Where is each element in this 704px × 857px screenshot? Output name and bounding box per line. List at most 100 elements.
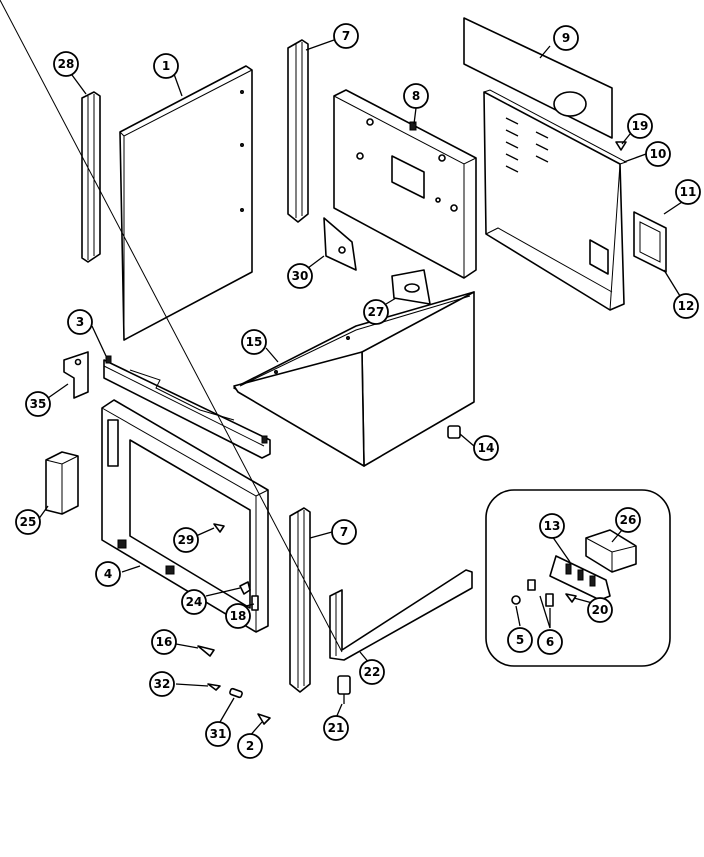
part-clip xyxy=(447,425,461,439)
svg-text:22: 22 xyxy=(364,665,381,679)
svg-text:6: 6 xyxy=(546,635,554,649)
part-top-panel xyxy=(463,17,613,139)
part-base-rail xyxy=(0,0,473,661)
svg-text:12: 12 xyxy=(678,299,695,313)
part-vented-back-panel xyxy=(483,89,628,311)
part-block-cover xyxy=(585,529,637,573)
svg-text:11: 11 xyxy=(680,185,697,199)
callout-18: 18 xyxy=(225,603,251,629)
vent-slots xyxy=(505,117,549,173)
part-rear-wall-panel xyxy=(333,89,477,279)
svg-text:2: 2 xyxy=(246,739,254,753)
callout-31: 31 xyxy=(205,721,231,747)
callout-24: 24 xyxy=(181,589,207,615)
callout-27: 27 xyxy=(363,299,389,325)
callout-3: 3 xyxy=(67,309,93,335)
part-terminal-block xyxy=(549,555,611,601)
callout-5: 5 xyxy=(507,627,533,653)
svg-text:8: 8 xyxy=(412,89,420,103)
svg-text:25: 25 xyxy=(20,515,37,529)
part-pin xyxy=(229,687,243,699)
part-leveling-leg xyxy=(337,675,351,704)
callout-10: 10 xyxy=(645,141,671,167)
svg-text:24: 24 xyxy=(186,595,203,609)
svg-text:18: 18 xyxy=(230,609,247,623)
part-trim-strip xyxy=(81,91,101,263)
part-channel-rail-upper xyxy=(287,39,309,223)
part-bezel xyxy=(633,211,667,273)
part-front-top-rail xyxy=(103,355,271,459)
hardware-kit-inset xyxy=(485,489,671,667)
part-screw-2 xyxy=(257,713,271,725)
svg-text:15: 15 xyxy=(246,335,263,349)
part-screw-32 xyxy=(207,683,221,691)
part-screw-20 xyxy=(565,593,577,603)
svg-text:19: 19 xyxy=(632,119,649,133)
callout-32: 32 xyxy=(149,671,175,697)
svg-text:28: 28 xyxy=(58,57,75,71)
svg-text:7: 7 xyxy=(340,525,348,539)
callout-7-lower: 7 xyxy=(331,519,357,545)
part-side-panel xyxy=(119,65,253,341)
part-insulation-block xyxy=(45,451,79,515)
callout-1: 1 xyxy=(153,53,179,79)
part-bracket xyxy=(63,351,89,399)
part-clip-small-a xyxy=(527,579,536,591)
svg-text:29: 29 xyxy=(178,533,195,547)
callout-11: 11 xyxy=(675,179,701,205)
callout-26: 26 xyxy=(615,507,641,533)
svg-text:10: 10 xyxy=(650,147,667,161)
svg-text:7: 7 xyxy=(342,29,350,43)
part-fastener xyxy=(239,581,251,595)
callout-15: 15 xyxy=(241,329,267,355)
svg-text:3: 3 xyxy=(76,315,84,329)
callout-8: 8 xyxy=(403,83,429,109)
callout-6: 6 xyxy=(537,629,563,655)
callout-4: 4 xyxy=(95,561,121,587)
svg-text:13: 13 xyxy=(544,519,561,533)
svg-text:4: 4 xyxy=(104,567,112,581)
part-screw-16 xyxy=(197,645,215,657)
svg-text:14: 14 xyxy=(478,441,495,455)
part-corner-bracket-left xyxy=(323,217,357,271)
part-oven-cavity xyxy=(233,291,475,467)
svg-text:27: 27 xyxy=(368,305,385,319)
svg-text:9: 9 xyxy=(562,31,570,45)
part-clip-small-b xyxy=(545,593,554,607)
callout-21: 21 xyxy=(323,715,349,741)
part-screw-frame xyxy=(213,523,225,533)
part-front-frame xyxy=(101,399,269,633)
callout-14: 14 xyxy=(473,435,499,461)
part-nut xyxy=(511,595,521,605)
part-channel-rail-lower xyxy=(289,507,311,693)
svg-text:20: 20 xyxy=(592,603,609,617)
svg-text:31: 31 xyxy=(210,727,227,741)
callout-35: 35 xyxy=(25,391,51,417)
part-screw-top xyxy=(615,141,627,151)
callout-30: 30 xyxy=(287,263,313,289)
callout-19: 19 xyxy=(627,113,653,139)
svg-text:16: 16 xyxy=(156,635,173,649)
callout-20: 20 xyxy=(587,597,613,623)
svg-text:35: 35 xyxy=(30,397,47,411)
callout-16: 16 xyxy=(151,629,177,655)
svg-text:32: 32 xyxy=(154,677,171,691)
part-small-piece xyxy=(251,595,259,611)
part-corner-bracket-right xyxy=(391,269,431,305)
callout-28: 28 xyxy=(53,51,79,77)
callout-9: 9 xyxy=(553,25,579,51)
callout-22: 22 xyxy=(359,659,385,685)
callout-13: 13 xyxy=(539,513,565,539)
svg-text:21: 21 xyxy=(328,721,345,735)
callout-7-upper: 7 xyxy=(333,23,359,49)
callout-2: 2 xyxy=(237,733,263,759)
callout-29: 29 xyxy=(173,527,199,553)
svg-text:1: 1 xyxy=(162,59,170,73)
svg-text:5: 5 xyxy=(516,633,524,647)
callout-25: 25 xyxy=(15,509,41,535)
callout-12: 12 xyxy=(673,293,699,319)
svg-text:30: 30 xyxy=(292,269,309,283)
svg-text:26: 26 xyxy=(620,513,637,527)
